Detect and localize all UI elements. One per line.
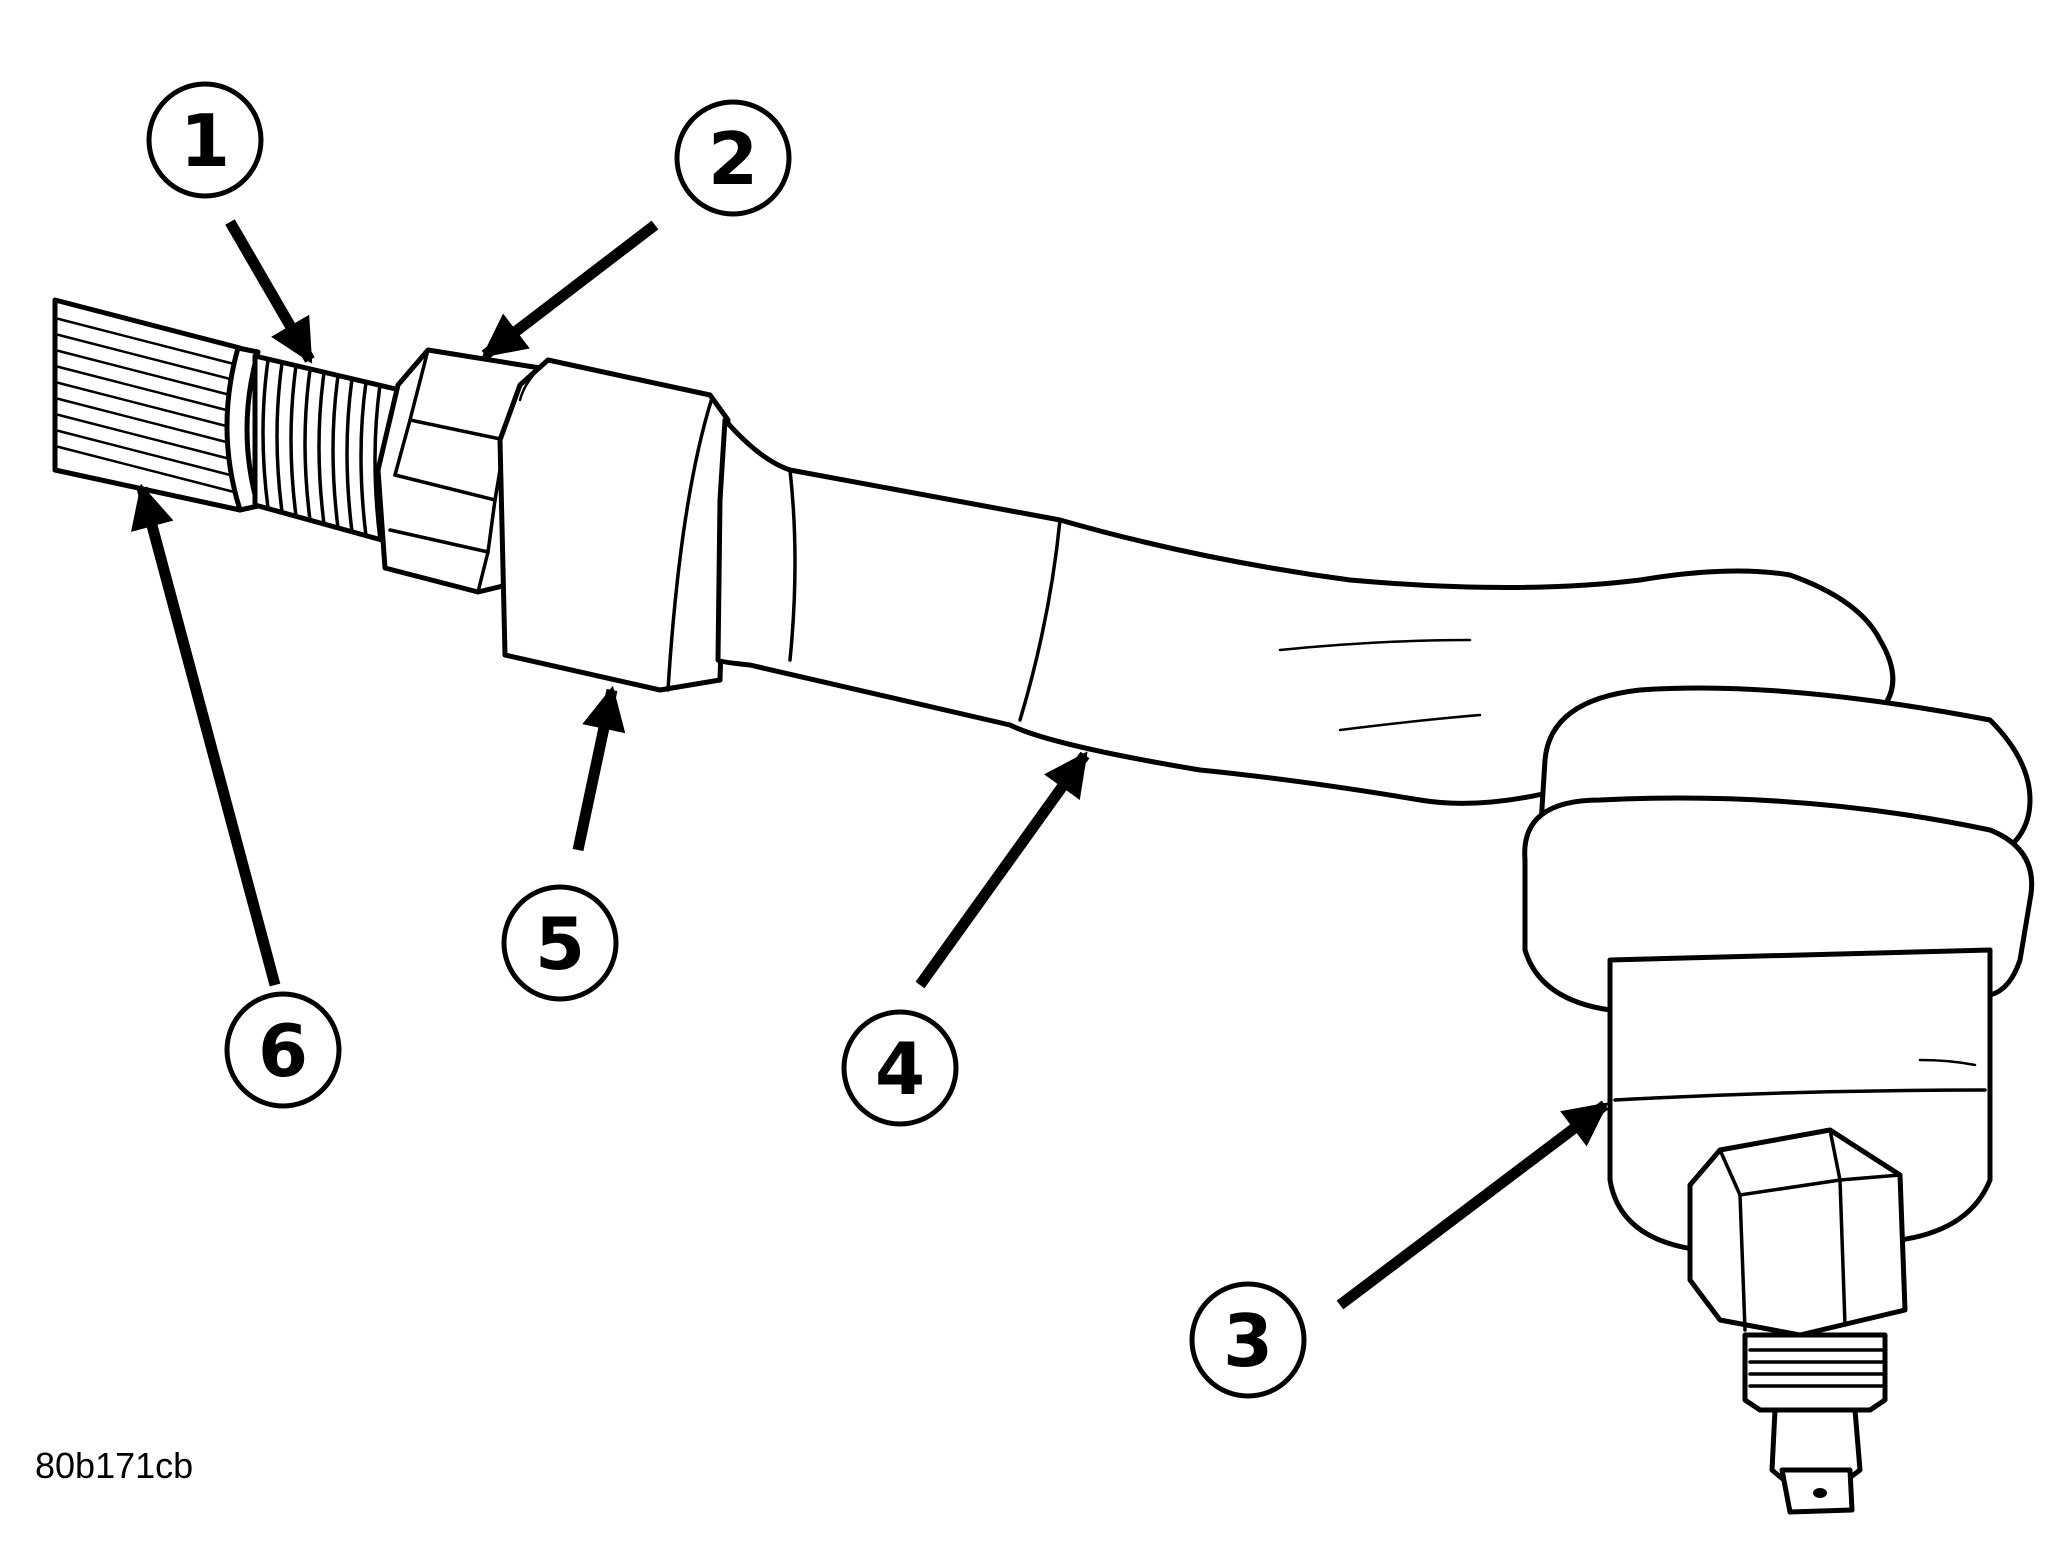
- callout-5-label: 5: [535, 902, 585, 986]
- callout-5: 5: [501, 884, 619, 1002]
- figure-reference-code: 80b171cb: [35, 1445, 193, 1486]
- callout-3-label: 3: [1223, 1299, 1273, 1383]
- leader-1: [225, 219, 315, 364]
- callout-6-label: 6: [258, 1009, 308, 1093]
- leader-5: [572, 685, 626, 852]
- leader-2: [481, 220, 659, 360]
- callout-4-label: 4: [875, 1027, 925, 1111]
- collar: [497, 357, 731, 693]
- leader-6: [130, 483, 281, 987]
- leader-lines: [130, 219, 1609, 1310]
- threaded-section: [252, 353, 403, 548]
- stud-nut: [1687, 1127, 1908, 1338]
- callout-4: 4: [841, 1009, 959, 1127]
- callout-3: 3: [1189, 1281, 1307, 1399]
- callout-1-label: 1: [180, 99, 230, 183]
- callout-2-label: 2: [708, 117, 758, 201]
- callout-6: 6: [224, 991, 342, 1109]
- callout-2: 2: [674, 99, 792, 217]
- leader-3: [1336, 1100, 1609, 1310]
- splined-tube: [52, 297, 261, 513]
- threaded-stud: [1742, 1332, 1888, 1515]
- leader-4: [915, 751, 1090, 989]
- callout-1: 1: [146, 81, 264, 199]
